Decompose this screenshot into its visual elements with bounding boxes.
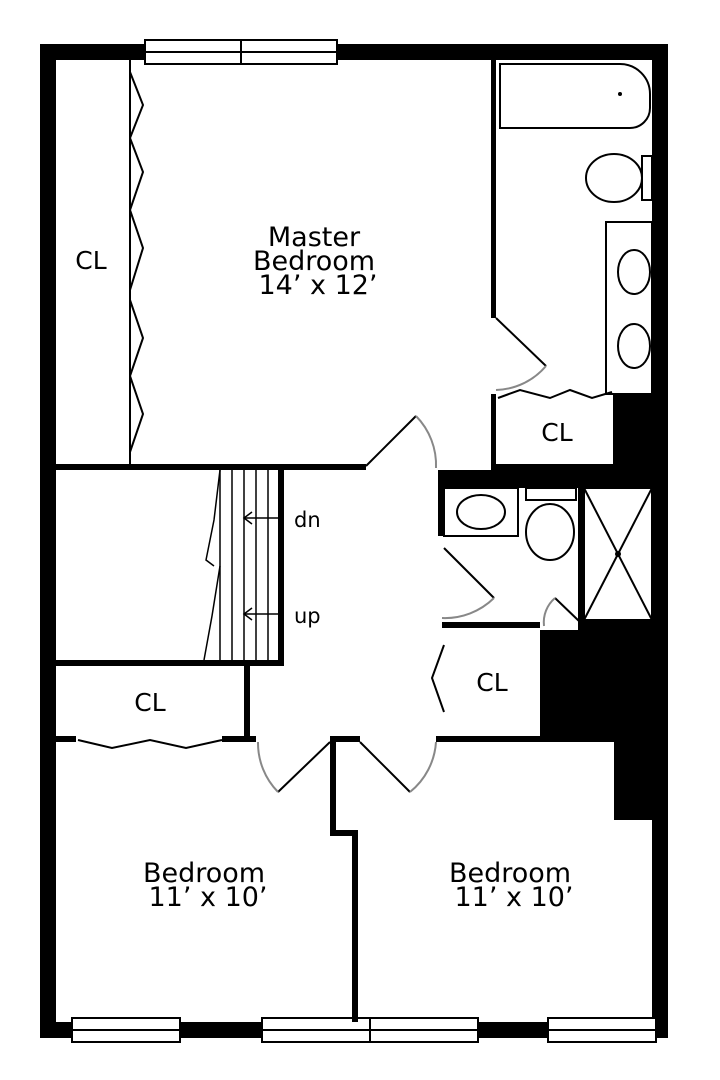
bath-fixtures [443,63,653,621]
bath-closet-label: CL [541,418,572,447]
bedroom-left-name: Bedroom [143,858,265,889]
hall-closet-mid-label: CL [476,668,507,697]
hall-closet-left-label: CL [134,688,165,717]
bedroom-right-size: 11’ x 10’ [454,882,573,913]
bedroom-right-name: Bedroom [449,858,571,889]
master-bedroom-name-line1: Master [268,222,361,253]
hall-closet-small-label: CL [549,631,580,660]
room-labels: Master Bedroom 14’ x 12’ CL CL CL CL CL … [75,222,580,913]
stairs-up-label: up [294,604,321,628]
doors [77,71,613,793]
master-bedroom-size: 14’ x 12’ [258,270,377,301]
bedroom-left-size: 11’ x 10’ [148,882,267,913]
stairs-down-label: dn [294,508,321,532]
master-bedroom-name-line2: Bedroom [253,246,375,277]
windows [71,39,657,1043]
master-closet-label: CL [75,246,106,275]
staircase [203,469,284,661]
interior-walls [56,60,652,1022]
